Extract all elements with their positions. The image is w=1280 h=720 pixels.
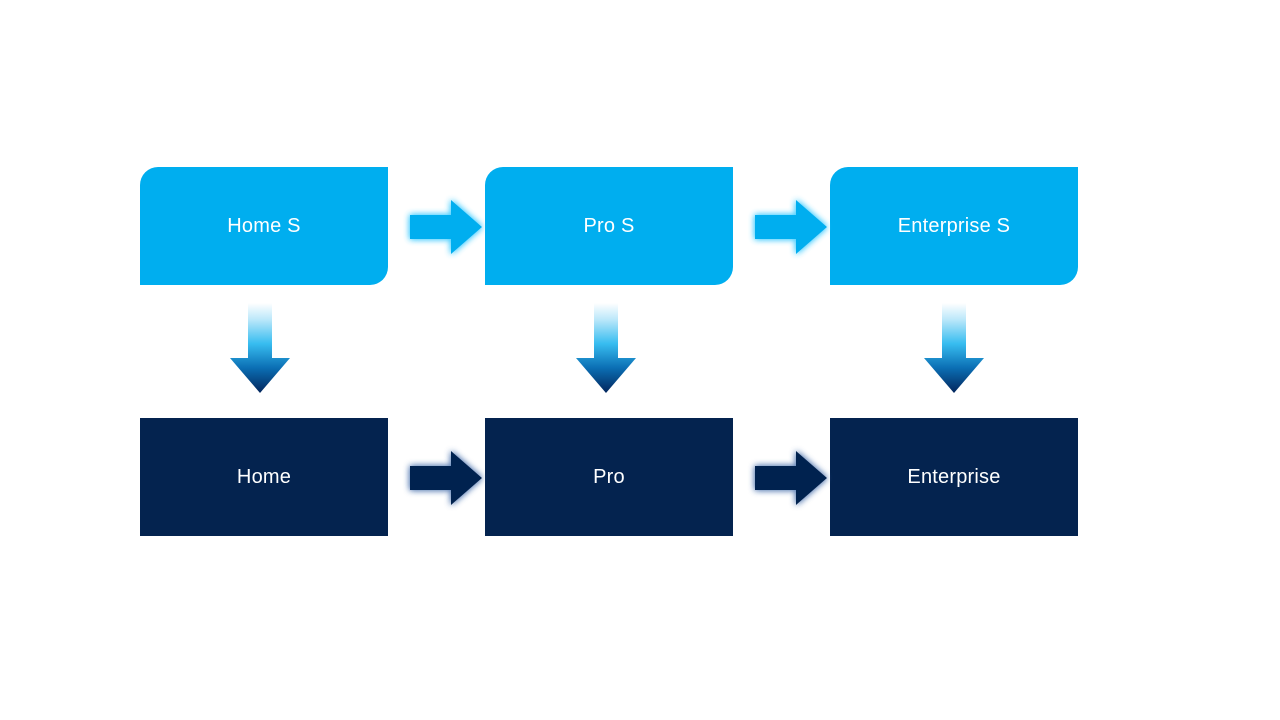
node-home-s[interactable]: Home S: [140, 167, 388, 285]
node-enterprise-label: Enterprise: [907, 466, 1001, 488]
node-enterprise[interactable]: Enterprise: [830, 418, 1078, 536]
node-home[interactable]: Home: [140, 418, 388, 536]
arrow-home-s-to-home[interactable]: [226, 303, 294, 395]
node-enterprise-s[interactable]: Enterprise S: [830, 167, 1078, 285]
node-pro-s[interactable]: Pro S: [485, 167, 733, 285]
arrow-pro-to-enterprise[interactable]: [747, 443, 833, 513]
arrow-home-to-pro[interactable]: [402, 443, 488, 513]
node-pro[interactable]: Pro: [485, 418, 733, 536]
node-home-s-label: Home S: [227, 215, 301, 237]
arrow-pro-s-to-pro[interactable]: [572, 303, 640, 395]
node-pro-s-label: Pro S: [583, 215, 635, 237]
arrow-home-s-to-pro-s[interactable]: [402, 192, 488, 262]
arrow-pro-s-to-enterprise-s[interactable]: [747, 192, 833, 262]
arrow-enterprise-s-to-enterprise[interactable]: [920, 303, 988, 395]
node-home-label: Home: [236, 466, 292, 488]
node-enterprise-s-label: Enterprise S: [897, 215, 1011, 237]
node-pro-label: Pro: [593, 466, 625, 488]
